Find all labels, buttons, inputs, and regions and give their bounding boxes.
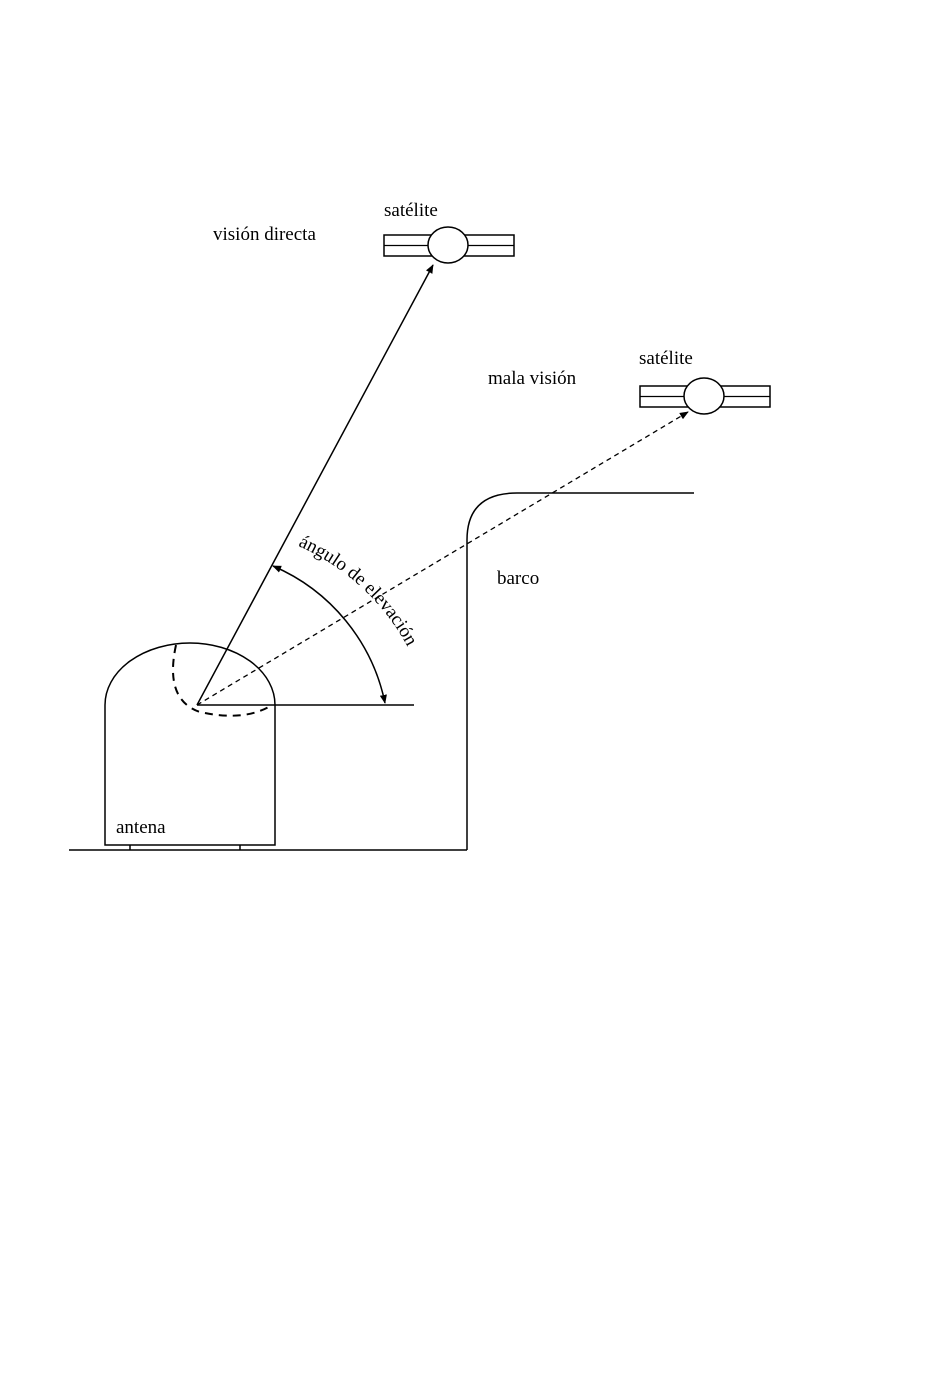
satellite-label: satélite <box>639 348 693 369</box>
satellite-icon <box>640 378 770 414</box>
poor-view-label: mala visión <box>488 368 577 389</box>
direct-view-label: visión directa <box>213 224 316 245</box>
satellite-label: satélite <box>384 200 438 221</box>
ship-label: barco <box>497 568 539 589</box>
ship-hull <box>467 493 694 850</box>
blocked-sight-line <box>197 412 688 705</box>
antenna-housing <box>105 643 275 845</box>
antenna-label: antena <box>116 817 166 838</box>
satellite-icon <box>384 227 514 263</box>
